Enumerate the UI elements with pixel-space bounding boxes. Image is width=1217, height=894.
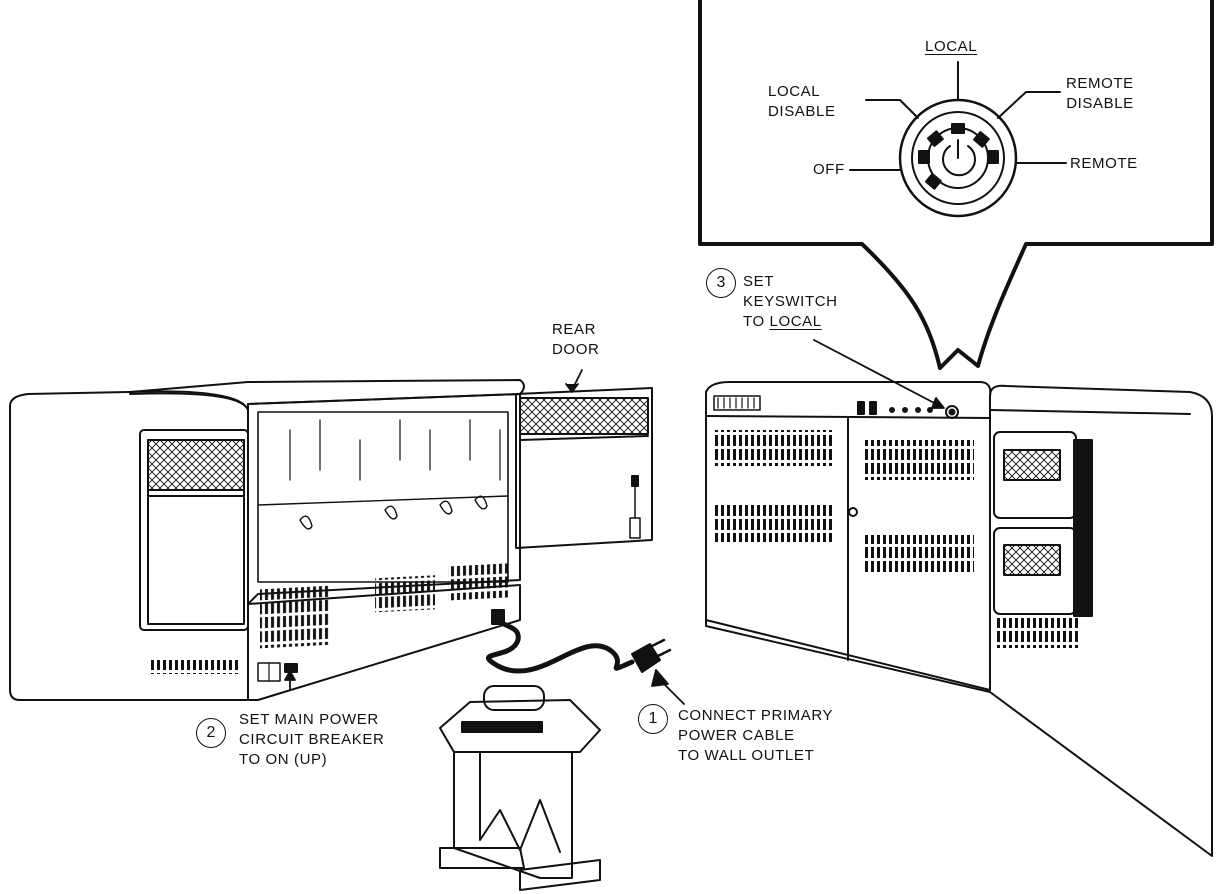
- keyswitch-dial: [849, 61, 1067, 218]
- step-1-text: CONNECT PRIMARY POWER CABLE TO WALL OUTL…: [678, 707, 834, 764]
- right-cabinet: [705, 381, 1213, 857]
- keyswitch-remote-disable-label: REMOTE DISABLE: [1066, 75, 1134, 112]
- keyswitch-remote-label: REMOTE: [1070, 155, 1138, 172]
- step-2-number: 2: [196, 718, 226, 748]
- step-1-number: 1: [638, 704, 668, 734]
- power-cable: [486, 609, 672, 674]
- rear-door: [515, 387, 653, 549]
- keyswitch-local-disable-label: LOCAL DISABLE: [768, 83, 836, 120]
- leader-lines: [284, 339, 945, 705]
- step-3-number: 3: [706, 268, 736, 298]
- step-2-text: SET MAIN POWER CIRCUIT BREAKER TO ON (UP…: [239, 711, 385, 768]
- step-3-emphasis: LOCAL: [769, 313, 822, 330]
- left-cabinet: [9, 379, 525, 701]
- keyswitch-off-label: OFF: [813, 161, 845, 178]
- keyswitch-local-label: LOCAL: [925, 38, 978, 55]
- rear-door-label: REAR DOOR: [552, 321, 600, 358]
- terminal-stand: [439, 685, 601, 891]
- step-3-text: SET KEYSWITCH TO LOCAL: [743, 273, 838, 330]
- keyswitch-detail-box: [698, 0, 1214, 370]
